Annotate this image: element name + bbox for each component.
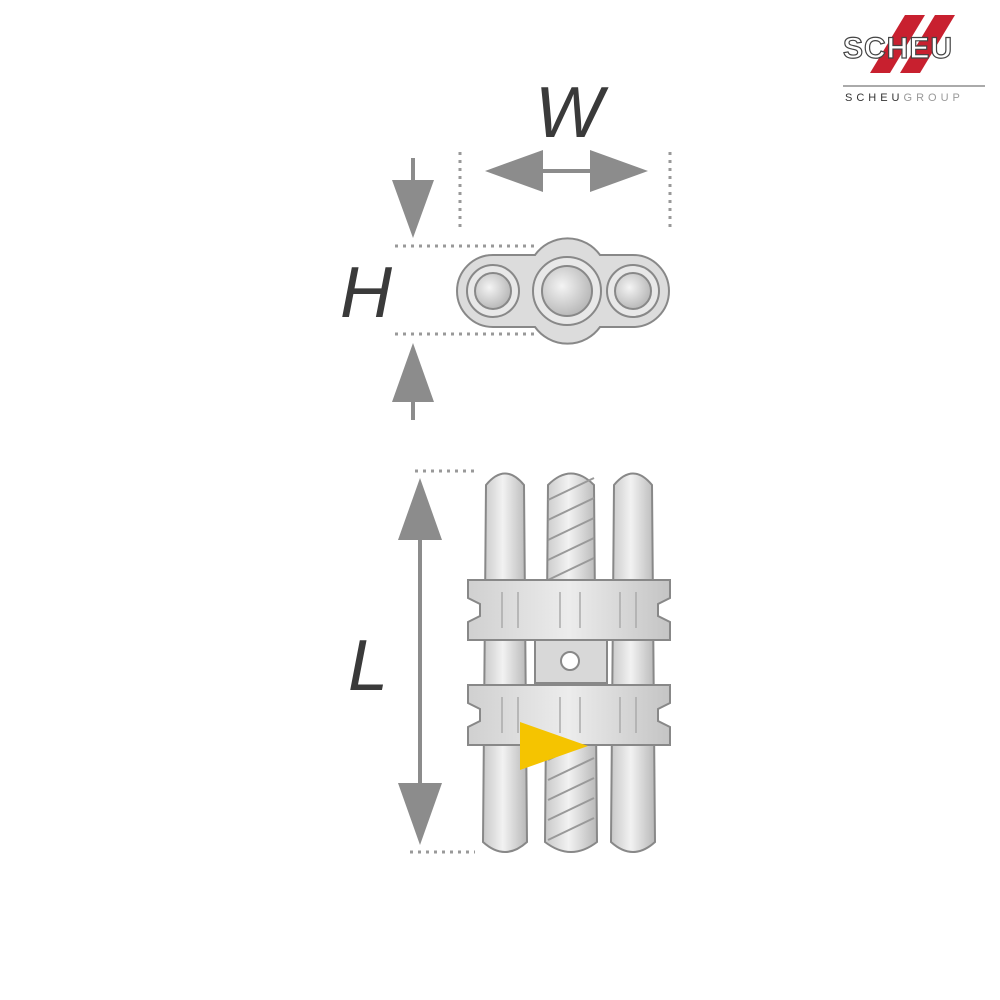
height-dimension bbox=[392, 158, 535, 420]
logo-group-a: SCHEU bbox=[845, 92, 904, 104]
height-label: H bbox=[340, 253, 393, 333]
width-label: W bbox=[535, 73, 609, 153]
length-label: L bbox=[348, 626, 388, 706]
logo-group-b: GROUP bbox=[904, 92, 964, 104]
right-pin bbox=[609, 472, 657, 853]
svg-text:SCHEU: SCHEU bbox=[843, 32, 953, 65]
direction-marker-icon bbox=[520, 722, 588, 770]
left-pin bbox=[481, 472, 529, 853]
scheu-logo: SCHEU SCHEUGROUP bbox=[842, 15, 985, 104]
connector-side-view bbox=[467, 472, 671, 853]
length-dimension bbox=[398, 469, 475, 854]
width-dimension bbox=[458, 150, 672, 232]
connector-top-view bbox=[456, 237, 670, 345]
svg-text:SCHEUGROUP: SCHEUGROUP bbox=[845, 92, 964, 104]
